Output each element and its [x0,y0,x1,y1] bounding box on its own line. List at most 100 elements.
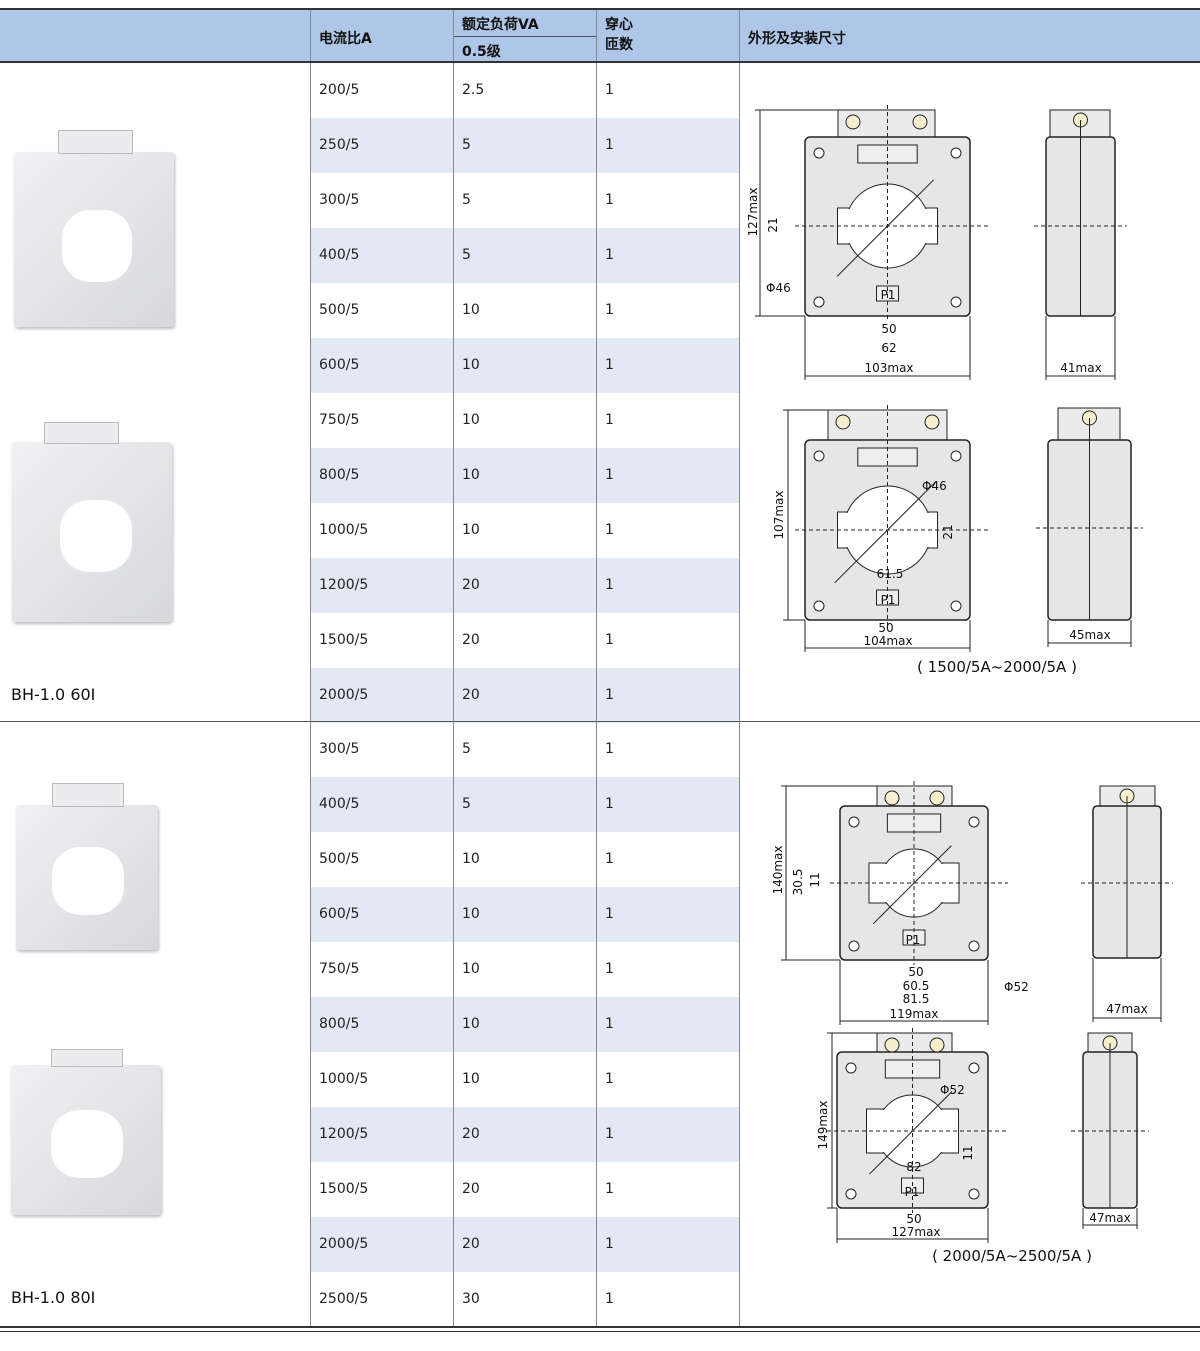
ratio-cell: 800/5 [319,1016,360,1032]
burden-cell: 5 [462,137,471,153]
d1-width: 103max [864,361,913,375]
d3-w2: 60.5 [903,979,930,993]
d3-width: 119max [889,1007,938,1021]
d2-width: 104max [863,634,912,648]
ratio-cell: 300/5 [319,741,360,757]
d2-caption: ( 1500/5A~2000/5A ) [917,658,1077,676]
header-burden: 额定负荷VA 0.5级 [453,10,597,61]
turns-cell: 1 [605,357,614,373]
col-divider [739,63,740,1326]
header-ratio-label: 电流比A [319,31,372,47]
burden-cell: 20 [462,1236,480,1252]
screw-hole-icon [813,450,825,462]
d4-gap: 11 [961,1145,975,1160]
header-ratio: 电流比A [310,10,453,61]
drawing-line [868,1091,953,1175]
header-turns-line2: 匝数 [605,37,633,53]
screw-hole-icon [950,147,962,159]
col-divider [596,63,597,1326]
burden-cell: 10 [462,467,480,483]
d3-w3: 81.5 [903,992,930,1006]
screw-hole-icon [968,1062,980,1074]
burden-cell: 10 [462,357,480,373]
burden-cell: 10 [462,906,480,922]
burden-cell: 10 [462,851,480,867]
screw-hole-icon [950,600,962,612]
turns-cell: 1 [605,1016,614,1032]
d3-depth: 47max [1106,1002,1147,1016]
drawing-line [834,481,937,584]
ratio-cell: 2000/5 [319,687,369,703]
terminal-screw-icon [929,790,945,806]
burden-cell: 5 [462,741,471,757]
ratio-cell: 750/5 [319,412,360,428]
d4-width: 127max [891,1225,940,1239]
turns-cell: 1 [605,796,614,812]
ratio-cell: 2500/5 [319,1291,369,1307]
d2-depth: 45max [1069,628,1110,642]
turns-cell: 1 [605,741,614,757]
d4-depth: 47max [1089,1211,1130,1225]
model-label-60: BH-1.0 60Ⅰ [11,685,96,704]
table-header: 电流比A 额定负荷VA 0.5级 穿心 匝数 外形及安装尺寸 [0,8,1200,63]
d4-w0: 82 [906,1160,921,1174]
screw-hole-icon [848,940,860,952]
ratio-cell: 500/5 [319,302,360,318]
screw-hole-icon [813,600,825,612]
burden-cell: 2.5 [462,82,485,98]
ratio-cell: 300/5 [319,192,360,208]
burden-cell: 10 [462,302,480,318]
drawing-line [872,845,952,925]
turns-cell: 1 [605,1071,614,1087]
d1-w1: 50 [881,322,896,336]
burden-cell: 30 [462,1291,480,1307]
d1-gap: 21 [766,217,780,232]
screw-hole-icon [950,296,962,308]
turns-cell: 1 [605,1181,614,1197]
d2-diameter: Φ46 [922,479,947,493]
d4-height: 149max [816,1100,830,1149]
table-row: 300/5 5 1 [310,722,739,777]
turns-cell: 1 [605,1236,614,1252]
ratio-cell: 500/5 [319,851,360,867]
d1-p1: P1 [881,288,896,302]
d2-w0: 61.5 [877,567,904,581]
ratio-cell: 400/5 [319,796,360,812]
d3-gap2: 11 [808,872,822,887]
table-bottom-border-2 [0,1331,1200,1332]
turns-cell: 1 [605,467,614,483]
d2-p1: P1 [881,593,896,607]
terminal-screw-icon [845,114,861,130]
product-photo-60-a [14,130,174,327]
burden-cell: 20 [462,577,480,593]
screw-hole-icon [813,296,825,308]
d2-w1: 50 [878,621,893,635]
d3-w1: 50 [908,965,923,979]
d3-gap1: 30.5 [791,869,805,896]
d4-w1: 50 [906,1212,921,1226]
turns-cell: 1 [605,851,614,867]
terminal-screw-icon [924,414,940,430]
burden-cell: 5 [462,192,471,208]
turns-cell: 1 [605,1291,614,1307]
burden-cell: 20 [462,687,480,703]
screw-hole-icon [968,1188,980,1200]
header-class-label: 0.5级 [462,44,501,60]
turns-cell: 1 [605,302,614,318]
terminal-screw-icon [929,1037,945,1053]
header-burden-label: 额定负荷VA [462,17,539,33]
ratio-cell: 600/5 [319,906,360,922]
ratio-cell: 400/5 [319,247,360,263]
d3-height: 140max [771,845,785,894]
ratio-cell: 1200/5 [319,577,369,593]
